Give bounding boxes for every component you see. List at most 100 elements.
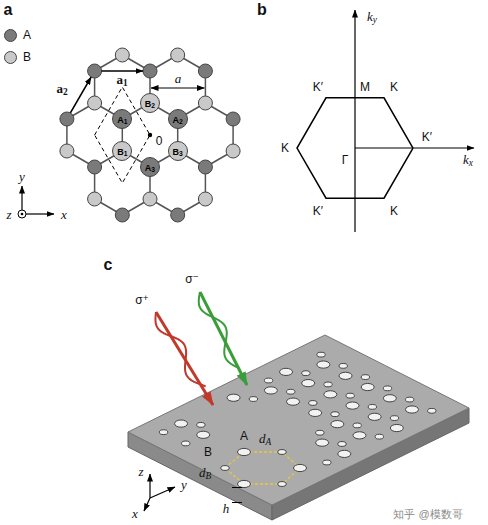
hole-a: [316, 439, 329, 446]
hole-a: [287, 398, 300, 405]
hole-b: [324, 382, 332, 387]
dimension-tick: [232, 487, 242, 488]
hole-a: [309, 409, 322, 416]
hole-a: [353, 432, 366, 439]
hole-a: [280, 368, 293, 375]
hole-a: [339, 372, 352, 379]
atom-label: A2: [173, 115, 183, 125]
legend-text: A: [23, 28, 31, 42]
hole-b: [302, 371, 310, 376]
point-label: M: [360, 81, 370, 93]
panel-letter: b: [257, 2, 267, 18]
hole-b: [197, 422, 205, 427]
atom-a: [226, 112, 240, 126]
axis-label: y: [181, 478, 187, 491]
hole-a: [324, 391, 337, 398]
sigma-plus-beam: [155, 312, 213, 405]
label-main: B: [173, 147, 180, 157]
unit-cell-hexagon: [225, 452, 300, 484]
hole-label: A: [240, 430, 248, 442]
label-main: A: [117, 115, 124, 125]
hole-a: [238, 448, 251, 455]
diameter-label: dB: [199, 466, 211, 482]
atom-a: [171, 208, 185, 222]
vector-label: a2: [56, 82, 67, 98]
hole-b: [159, 430, 167, 435]
vector-label: a1: [116, 73, 127, 89]
atom-b: [115, 48, 129, 62]
label-main: k: [463, 152, 469, 167]
hole-label: B: [204, 446, 212, 458]
hole-b: [338, 442, 346, 447]
hole-b: [316, 430, 324, 435]
label-subscript: 2: [151, 102, 155, 109]
atom-b: B3: [168, 141, 188, 161]
z-axis-dot: [21, 213, 24, 216]
hole-b: [368, 404, 376, 409]
axis-label: kx: [463, 153, 473, 169]
label-main: A: [145, 163, 152, 173]
atom-a: A1: [112, 109, 132, 129]
polarization-label: σ⁺: [135, 294, 149, 306]
hole-b: [428, 408, 436, 413]
hole-b: [346, 393, 354, 398]
dimension-line: [151, 88, 204, 89]
atom-a: [198, 64, 212, 78]
label-main: B: [117, 147, 124, 157]
atom-b: [171, 48, 185, 62]
label-main: a: [56, 81, 63, 96]
atom-a: [198, 160, 212, 174]
hole-b: [309, 401, 317, 406]
atom-b: [143, 192, 157, 206]
atom-b: [226, 144, 240, 158]
axis: [26, 213, 54, 214]
axis-label: z: [138, 465, 143, 478]
origin-label: 0: [156, 135, 163, 147]
atom-b: [198, 96, 212, 110]
atom-label: A1: [117, 115, 127, 125]
hole-a: [238, 480, 251, 487]
legend-row: B: [4, 46, 31, 68]
thickness-label: h: [223, 502, 230, 515]
hole-b: [339, 363, 347, 368]
dimension-label: a: [175, 72, 182, 85]
point-label: K: [390, 205, 398, 217]
lattice-vector: [102, 70, 143, 72]
atom-b: [60, 144, 74, 158]
axes: [144, 474, 175, 511]
atom-a: [60, 112, 74, 126]
atom-b: B1: [112, 141, 132, 161]
hole-b: [278, 450, 286, 455]
hole-b: [390, 416, 398, 421]
label-subscript: x: [469, 158, 473, 168]
hole-b: [287, 389, 295, 394]
hole-a: [383, 395, 396, 402]
hole-a: [390, 424, 403, 431]
label-subscript: B: [205, 471, 211, 481]
hole-b: [317, 352, 325, 357]
hole-b: [182, 441, 190, 446]
atom-a: [88, 64, 102, 78]
atom-b: [198, 192, 212, 206]
legend-text: B: [23, 50, 31, 64]
hole-b: [331, 412, 339, 417]
slab-top: [128, 335, 469, 505]
hole-a: [405, 406, 418, 413]
atom-a: [88, 160, 102, 174]
axis: [21, 186, 22, 210]
watermark: 知乎 @模数哥: [393, 509, 462, 520]
point-label: K′: [313, 205, 323, 217]
hole-b: [264, 378, 272, 383]
atom-label: B3: [173, 147, 183, 157]
hole-a: [294, 464, 307, 471]
atom-b: [88, 192, 102, 206]
sigma-minus-beam: [199, 292, 247, 385]
atom-a: A2: [168, 109, 188, 129]
label-subscript: A: [265, 437, 271, 447]
hole-a: [338, 450, 351, 457]
brillouin-zone: [297, 10, 474, 232]
hole-b: [323, 460, 331, 465]
diameter-label: dA: [259, 432, 271, 448]
